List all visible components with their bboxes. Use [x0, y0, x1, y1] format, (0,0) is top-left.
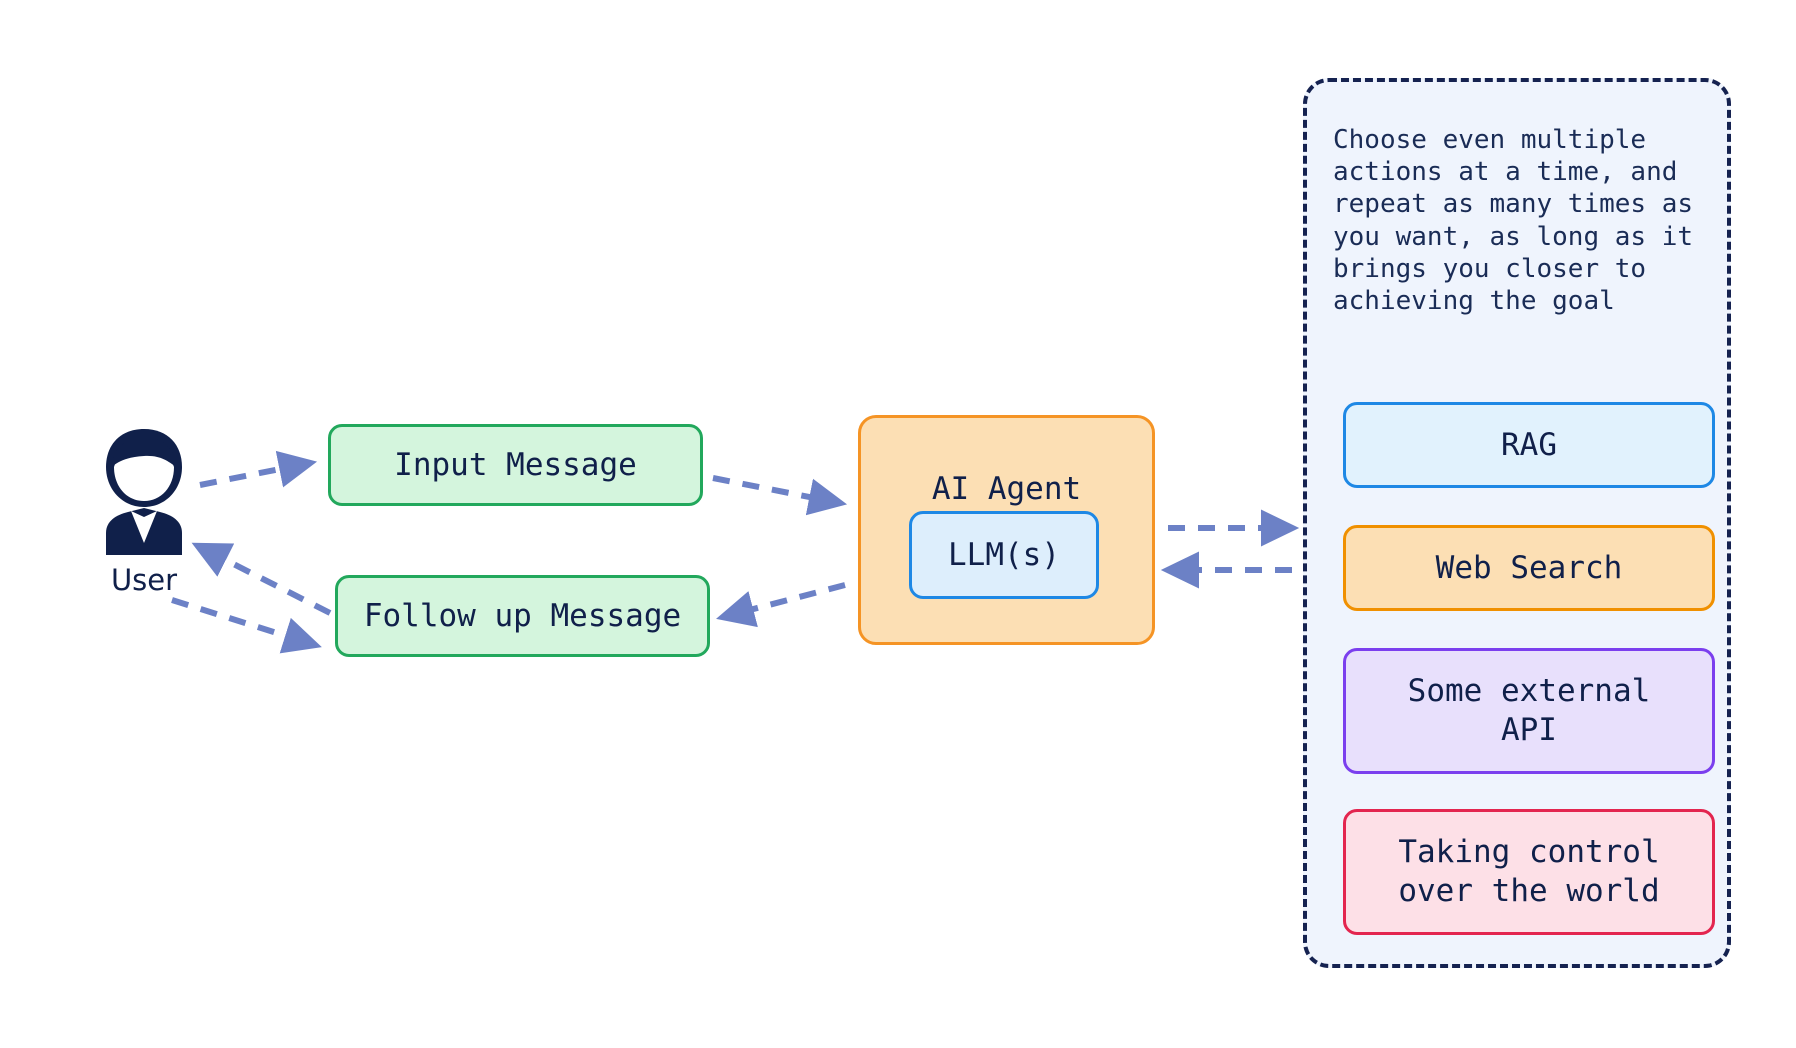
tool-taking-control[interactable]: Taking control over the world	[1343, 809, 1715, 935]
agent-actions-container: Choose even multiple actions at a time, …	[1303, 78, 1731, 968]
edge-ai-agent-to-followup-message	[716, 582, 846, 628]
ai-agent-node[interactable]: AI Agent LLM(s)	[858, 415, 1155, 645]
tool-web-search[interactable]: Web Search	[1343, 525, 1715, 611]
input-message-node[interactable]: Input Message	[328, 424, 703, 506]
actions-note-text: Choose even multiple actions at a time, …	[1333, 125, 1694, 317]
ai-agent-title: AI Agent	[931, 471, 1082, 507]
edge-input-message-to-ai-agent	[712, 475, 848, 516]
tool-external-api[interactable]: Some external API	[1343, 648, 1715, 774]
tool-rag[interactable]: RAG	[1343, 402, 1715, 488]
user-avatar-icon	[106, 429, 182, 555]
llm-node[interactable]: LLM(s)	[909, 511, 1099, 599]
followup-message-node[interactable]: Follow up Message	[335, 575, 710, 657]
user-node: User	[70, 425, 250, 625]
user-label: User	[110, 563, 178, 597]
